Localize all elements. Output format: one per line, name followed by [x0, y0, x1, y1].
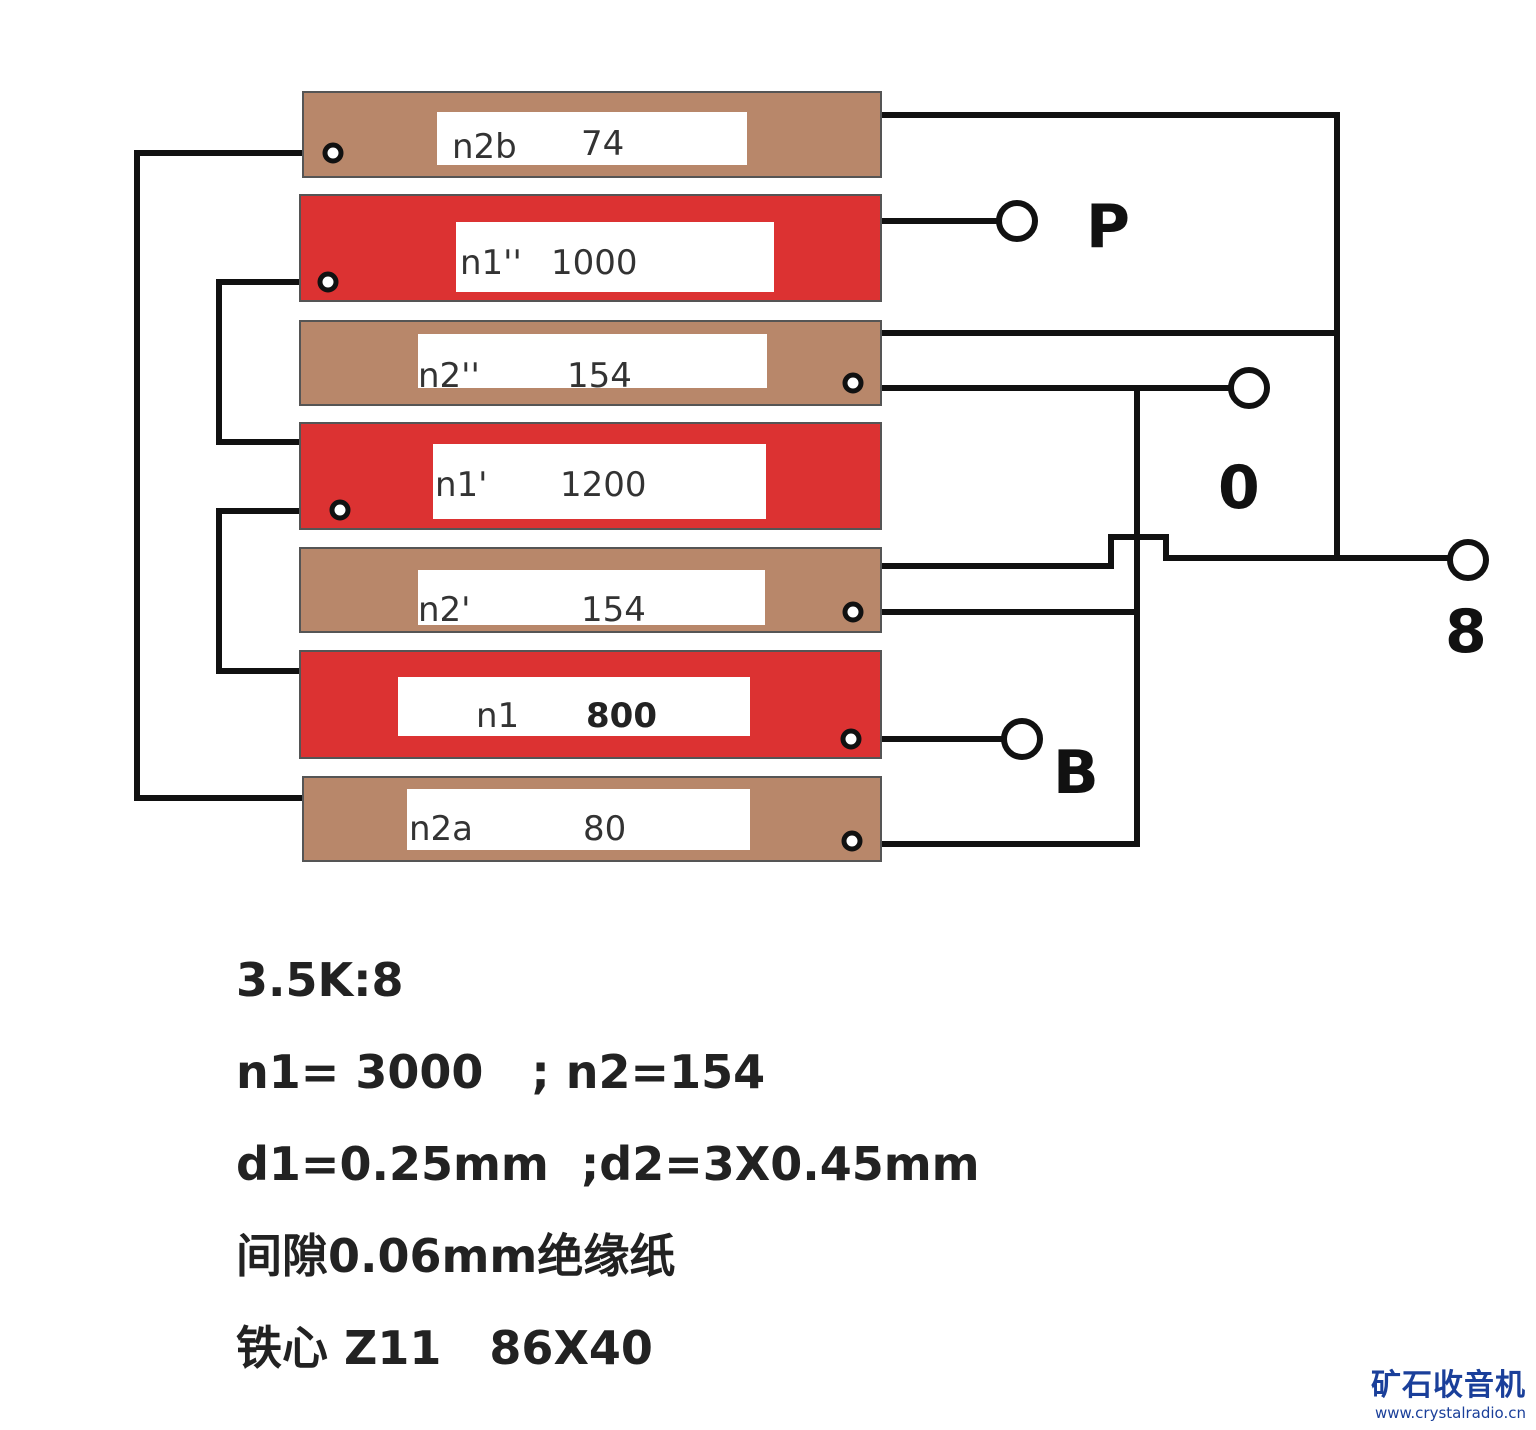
- note-turns: n1= 3000 ; n2=154: [236, 1045, 766, 1099]
- watermark-url: www.crystalradio.cn: [1374, 1404, 1526, 1422]
- wire-n1pp-to-n2pp: [216, 279, 303, 445]
- winding-turns: 800: [586, 696, 657, 736]
- note-wire-diameters: d1=0.25mm ;d2=3X0.45mm: [236, 1137, 980, 1191]
- winding-turns: 154: [581, 590, 646, 630]
- winding-n2b: n2b 74: [302, 91, 882, 178]
- winding-name: n2a: [409, 809, 473, 849]
- phase-dot: [329, 499, 351, 521]
- winding-n1p: n1' 1200: [299, 422, 882, 530]
- terminals: P 0 8 B: [996, 192, 1489, 808]
- wiring: [134, 112, 1450, 847]
- winding-name: n2b: [452, 127, 517, 167]
- wire-n1p-to-n2p: [216, 508, 303, 674]
- winding-n2p: n2' 154: [299, 547, 882, 633]
- phase-dot: [842, 601, 864, 623]
- label-box: [433, 444, 766, 519]
- terminal-p-circle: [996, 200, 1038, 242]
- terminal-b-circle: [1001, 718, 1043, 760]
- label-box: [418, 334, 767, 388]
- terminal-b-label: B: [1053, 738, 1099, 808]
- winding-name: n1': [435, 465, 488, 505]
- phase-dot: [840, 728, 862, 750]
- note-gap: 间隙0.06mm绝缘纸: [236, 1229, 676, 1283]
- phase-dot: [317, 271, 339, 293]
- winding-stack: n2b 74 n1'' 1000 n2'' 154 n1' 1200: [299, 91, 882, 862]
- wire-n2b-to-8: [881, 112, 1340, 558]
- winding-n1: n1 800: [299, 650, 882, 759]
- label-box: [407, 789, 750, 850]
- terminal-8-circle: [1447, 539, 1489, 581]
- note-core: 铁心 Z11 86X40: [236, 1321, 653, 1375]
- wire-zero-bus: [881, 388, 1140, 847]
- note-ratio: 3.5K:8: [236, 953, 404, 1007]
- terminal-8-label: 8: [1445, 597, 1487, 667]
- transformer-winding-diagram: n2b 74 n1'' 1000 n2'' 154 n1' 1200: [134, 91, 1489, 862]
- winding-turns: 1000: [551, 243, 638, 283]
- winding-name: n2': [418, 590, 471, 630]
- label-box: [437, 112, 747, 165]
- phase-dot: [322, 142, 344, 164]
- winding-name: n1: [476, 696, 519, 736]
- winding-n1pp: n1'' 1000: [299, 194, 882, 302]
- winding-n2pp: n2'' 154: [299, 320, 882, 406]
- terminal-0-circle: [1228, 367, 1270, 409]
- label-box: [456, 222, 774, 292]
- winding-name: n2'': [418, 356, 480, 396]
- winding-turns: 80: [583, 809, 626, 849]
- phase-dot: [841, 830, 863, 852]
- watermark: 矿石收音机 www.crystalradio.cn: [1371, 1360, 1526, 1422]
- terminal-p-label: P: [1086, 192, 1130, 262]
- phase-dot: [842, 372, 864, 394]
- watermark-title: 矿石收音机: [1371, 1368, 1526, 1403]
- winding-turns: 1200: [560, 465, 647, 505]
- spec-notes: 3.5K:8 n1= 3000 ; n2=154 d1=0.25mm ;d2=3…: [236, 950, 980, 1410]
- label-box: [398, 677, 750, 736]
- terminal-0-label: 0: [1218, 453, 1260, 523]
- wire-n2p-top-to-8: [881, 534, 1337, 569]
- winding-turns: 154: [567, 356, 632, 396]
- wire-outer-left: [134, 150, 303, 801]
- winding-turns: 74: [581, 124, 624, 164]
- winding-n2a: n2a 80: [302, 776, 882, 862]
- winding-name: n1'': [460, 243, 522, 283]
- label-box: [418, 570, 765, 625]
